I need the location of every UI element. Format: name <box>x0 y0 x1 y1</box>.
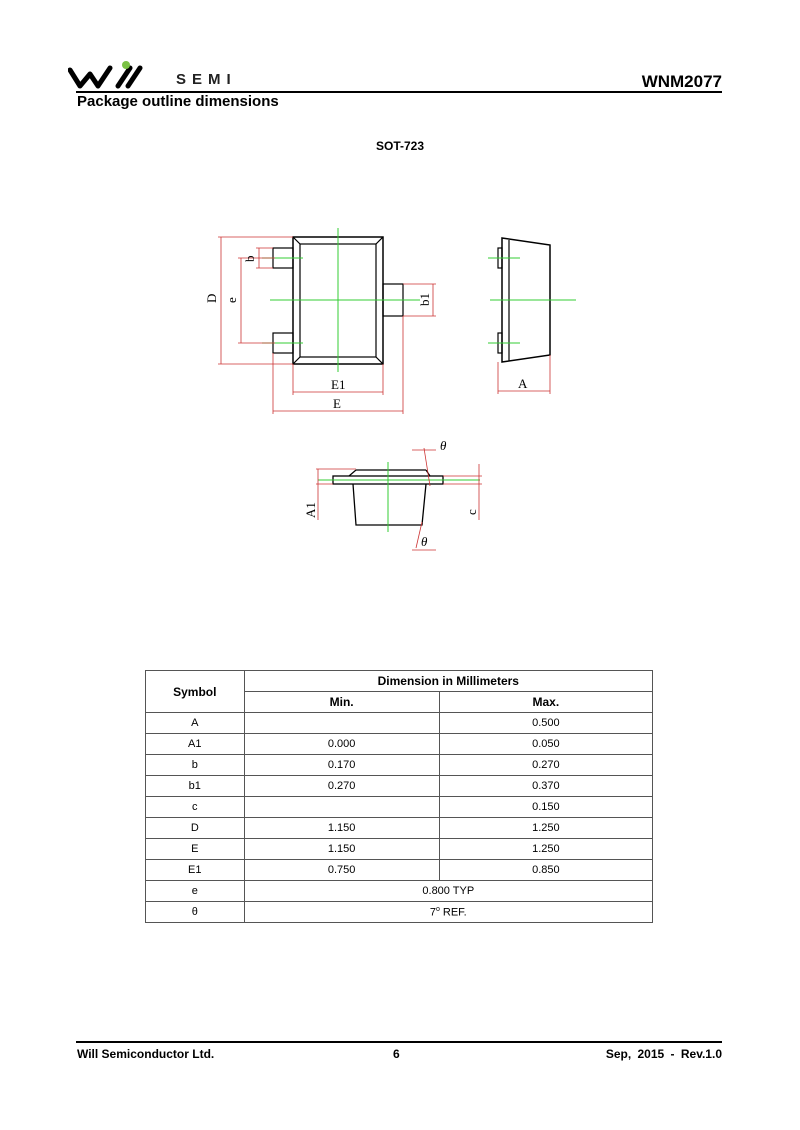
end-view-centerlines <box>318 462 480 532</box>
table-row: E 1.150 1.250 <box>145 838 654 860</box>
cell-min: 0.270 <box>243 775 440 797</box>
page-number: 6 <box>393 1047 400 1061</box>
cell-min: 0.170 <box>243 754 440 776</box>
table-row: b 0.170 0.270 <box>145 754 654 776</box>
cell-min <box>243 712 440 734</box>
cell-symbol: D <box>145 817 245 839</box>
footer-revision: Sep, 2015 - Rev.1.0 <box>605 1047 722 1061</box>
table-row: A 0.500 <box>145 712 654 734</box>
table-row: b1 0.270 0.370 <box>145 775 654 797</box>
cell-symbol: A1 <box>145 733 245 755</box>
footer-divider <box>76 1041 722 1043</box>
cell-min: 0.750 <box>243 859 440 881</box>
cell-value: 7o REF. <box>243 901 654 923</box>
dim-label-A1: A1 <box>303 502 318 518</box>
header-divider <box>76 91 722 93</box>
table-row: θ 7o REF. <box>145 901 654 923</box>
cell-symbol: b1 <box>145 775 245 797</box>
cell-min <box>243 796 440 818</box>
footer-company: Will Semiconductor Ltd. <box>77 1047 215 1061</box>
cell-symbol: b <box>145 754 245 776</box>
cell-symbol: θ <box>145 901 245 923</box>
dim-label-e: e <box>224 297 239 303</box>
degree-mark: o <box>435 905 440 913</box>
dim-label-theta-bottom: θ <box>421 534 428 549</box>
dim-label-b: b <box>242 256 257 263</box>
top-view-dimensions <box>218 236 436 414</box>
dim-label-A: A <box>518 376 528 391</box>
table-row: E1 0.750 0.850 <box>145 859 654 881</box>
cell-min: 0.000 <box>243 733 440 755</box>
cell-max: 1.250 <box>438 817 654 839</box>
cell-max: 1.250 <box>438 838 654 860</box>
dim-label-c: c <box>464 509 479 515</box>
header-min: Min. <box>243 691 440 713</box>
cell-symbol: e <box>145 880 245 902</box>
table-row: c 0.150 <box>145 796 654 818</box>
theta-suffix: REF. <box>439 906 467 919</box>
section-title: Package outline dimensions <box>77 93 279 110</box>
top-view-centerlines <box>262 228 420 372</box>
side-view-centerlines <box>488 257 576 344</box>
will-semi-logo <box>68 61 143 89</box>
cell-symbol: A <box>145 712 245 734</box>
header-max: Max. <box>438 691 654 713</box>
cell-max: 0.050 <box>438 733 654 755</box>
cell-symbol: E <box>145 838 245 860</box>
cell-max: 0.850 <box>438 859 654 881</box>
dimension-table: Symbol Dimension in Millimeters Min. Max… <box>145 670 654 923</box>
cell-max: 0.150 <box>438 796 654 818</box>
table-row: D 1.150 1.250 <box>145 817 654 839</box>
dim-label-E1: E1 <box>331 377 345 392</box>
cell-max: 0.370 <box>438 775 654 797</box>
cell-min: 1.150 <box>243 838 440 860</box>
theta-number: 7 <box>429 906 436 919</box>
cell-symbol: c <box>145 796 245 818</box>
dim-label-E: E <box>333 396 341 411</box>
table-row: A1 0.000 0.050 <box>145 733 654 755</box>
dim-label-b1: b1 <box>417 293 432 306</box>
cell-min: 1.150 <box>243 817 440 839</box>
cell-value: 0.800 TYP <box>243 880 654 902</box>
document-code: WNM2077 <box>641 72 722 91</box>
package-outline-drawing: D e b b1 E1 E A <box>204 228 576 551</box>
header-symbol: Symbol <box>145 670 245 713</box>
cell-symbol: E1 <box>145 859 245 881</box>
dim-label-D: D <box>204 294 219 303</box>
dim-label-theta-top: θ <box>440 438 447 453</box>
header-dimension-group: Dimension in Millimeters <box>243 670 654 692</box>
cell-max: 0.270 <box>438 754 654 776</box>
table-row: e 0.800 TYP <box>145 880 654 902</box>
side-view-dimensions <box>497 355 551 394</box>
package-name: SOT-723 <box>375 139 425 153</box>
end-view-dimensions <box>316 447 482 551</box>
logo-dot-icon <box>122 61 130 69</box>
logo-text: SEMI <box>176 71 237 88</box>
cell-max: 0.500 <box>438 712 654 734</box>
